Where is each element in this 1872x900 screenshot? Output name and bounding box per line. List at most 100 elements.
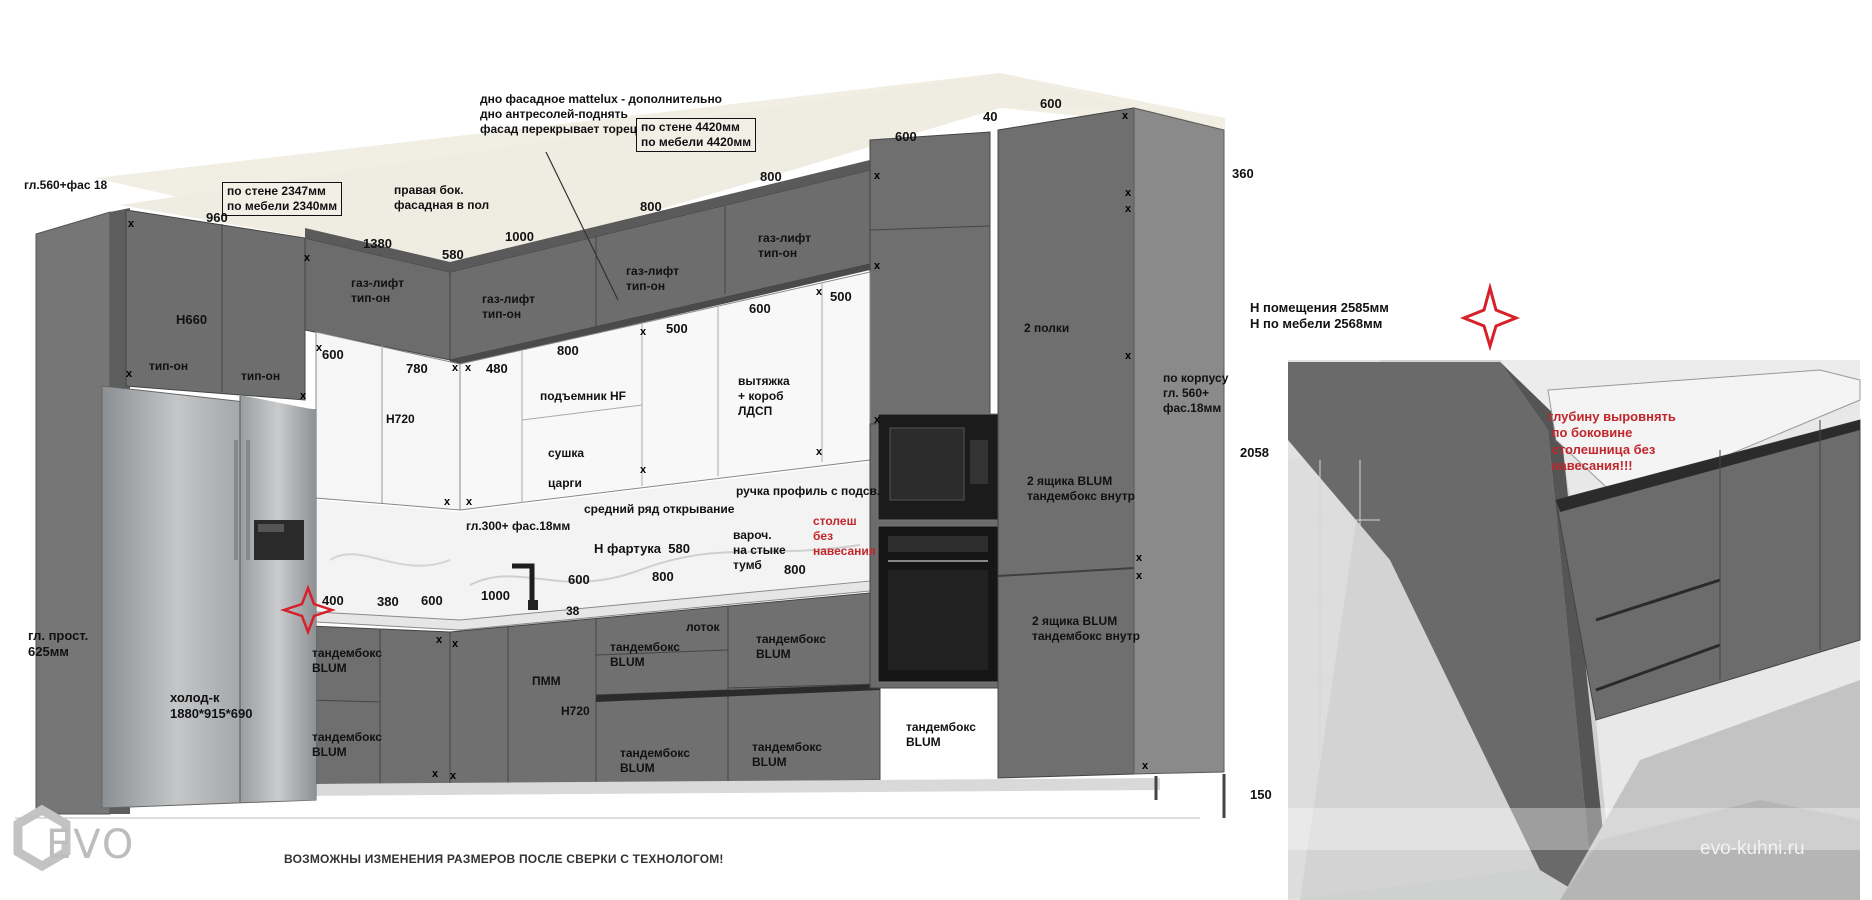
label-right-side: правая бок.фасадная в пол [394,183,490,212]
right-tall-column [997,107,1135,779]
dim-1380: 1380 [363,236,392,251]
x-marker: x [1125,187,1132,199]
dim-38: 38 [566,604,580,618]
label-tip-on: тип-он [241,369,281,383]
upper-right-column [869,131,991,425]
dim-960: 960 [206,210,228,225]
right-side-panel [1133,107,1225,775]
dim-800: 800 [784,562,806,577]
dim-600: 600 [895,129,917,144]
label-shelves: 2 полки [1024,321,1070,335]
x-marker: x [452,362,459,374]
x-marker: x [1136,552,1143,564]
apron [316,462,870,620]
dim-400: 400 [322,593,344,608]
plinth [300,778,1160,796]
dim-580: 580 [442,247,464,262]
x-marker: x [874,260,881,272]
dim-480: 480 [486,361,508,376]
upper-left-cabinets [125,209,306,401]
website-label: evo-kuhni.ru [1700,838,1805,859]
label-h720: Н720 [386,412,415,426]
label-h660: Н660 [176,312,208,327]
dim-600: 600 [749,301,771,316]
red-star-marker [1459,282,1521,352]
dim-600: 600 [568,572,590,587]
label-gl300: гл.300+ фас.18мм [466,519,571,533]
x-marker: x [436,634,443,646]
x-marker: x [640,464,647,476]
dim-150: 150 [1250,787,1272,802]
dim-1000: 1000 [505,229,534,244]
x-marker: x [1142,760,1149,772]
red-star-marker [280,584,336,636]
dim-360: 360 [1232,166,1254,181]
label-apron: Н фартука 580 [594,541,690,556]
label-lift-hf: подъемник HF [540,389,626,403]
x-marker: x [126,368,133,380]
x-marker: x [640,326,647,338]
x-marker: x [128,218,135,230]
x-marker: x [816,286,823,298]
dim-500: 500 [666,321,688,336]
label-inset-note: глубину выровнять по боковине столешница… [1548,409,1676,473]
leader-line [545,151,619,301]
inset-photo [1288,360,1861,900]
x-marker: x [465,362,472,374]
x-marker: x [444,496,451,508]
x-marker: x [450,770,457,782]
label-depth-space: гл. прост.625мм [28,628,89,660]
dim-1000: 1000 [481,588,510,603]
x-marker: x [874,414,881,426]
x-marker: x [300,390,307,402]
label-tray: лоток [686,620,720,634]
dim-800: 800 [760,169,782,184]
x-marker: x [1122,110,1129,122]
x-marker: x [316,342,323,354]
x-marker: x [874,170,881,182]
dim-800: 800 [640,199,662,214]
dim-600: 600 [322,347,344,362]
x-marker: x [1125,203,1132,215]
label-dishwasher: ПММ [532,674,561,688]
x-marker: x [432,768,439,780]
label-handle: ручка профиль с подсв. [736,484,881,498]
dim-40: 40 [983,109,998,124]
x-marker: x [816,446,823,458]
label-mid-row: средний ряд открывание [584,502,735,516]
x-marker: x [1136,570,1143,582]
dim-600: 600 [1040,96,1062,111]
label-tip-on: тип-он [149,359,189,373]
dim-500: 500 [830,289,852,304]
logo-text: EVO [46,822,136,868]
logo-hexagon [13,804,71,872]
x-marker: x [452,638,459,650]
dim-800: 800 [652,569,674,584]
x-marker: x [304,252,311,264]
label-depth-top-left: гл.560+фас 18 [24,178,108,192]
